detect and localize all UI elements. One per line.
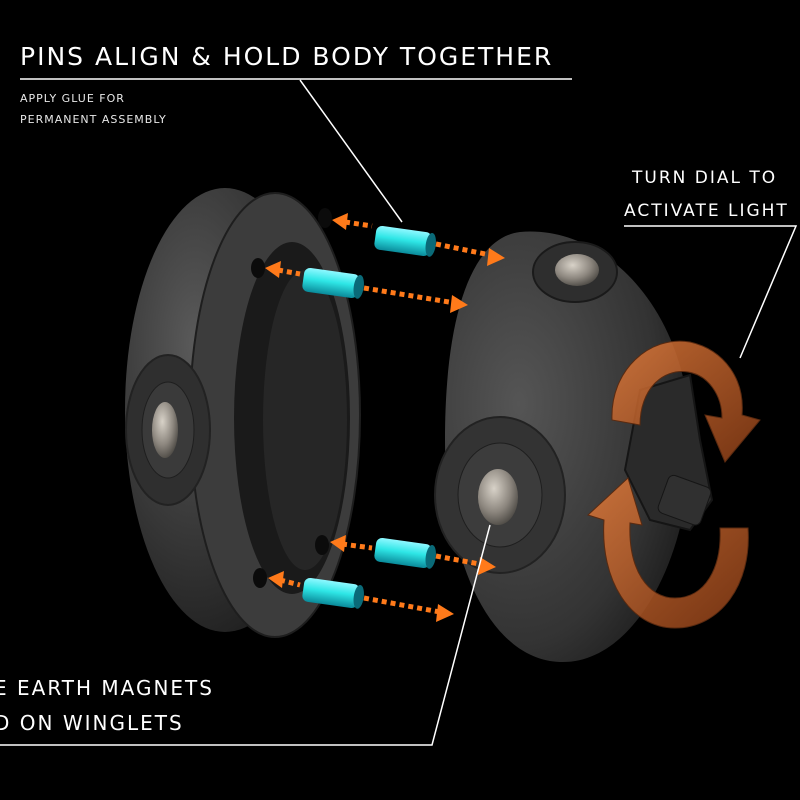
alignment-arrows — [277, 219, 496, 615]
arrow-line — [341, 541, 373, 551]
leader-lines — [0, 78, 798, 746]
arrow-line — [277, 267, 301, 277]
magnets-leader — [0, 524, 491, 746]
pin — [374, 225, 436, 257]
arrow-head — [450, 295, 468, 313]
pins-callout-note-line-1: APPLY GLUE FOR — [20, 92, 125, 105]
pin-hole — [315, 535, 329, 555]
dial-leader — [624, 225, 798, 359]
rotation-arrow-lower — [587, 477, 749, 629]
magnets-callout-line-2: D ON WINGLETS — [0, 711, 184, 735]
arrow-line — [279, 577, 301, 588]
pin — [302, 577, 364, 609]
pin — [374, 537, 436, 569]
pins-leader-diagonal — [299, 79, 403, 223]
dial-knob — [657, 474, 712, 526]
rotation-arrows — [587, 340, 761, 629]
left-magnet — [152, 402, 178, 458]
arrow-line — [363, 595, 441, 615]
pin-hole — [318, 208, 332, 228]
arrow-heads — [265, 213, 505, 622]
arrow-head — [487, 248, 505, 266]
dial-callout-line-2: ACTIVATE LIGHT — [624, 201, 789, 221]
arrow-head — [436, 604, 454, 622]
arrow-head — [332, 213, 348, 230]
arrow-line — [435, 241, 496, 259]
magnets-callout-line-1: E EARTH MAGNETS — [0, 676, 214, 700]
arrow-head — [330, 535, 346, 552]
alignment-pins — [302, 225, 436, 609]
left-shell-cavity-inner — [263, 270, 347, 570]
top-button — [555, 254, 599, 286]
right-magnet — [478, 469, 518, 525]
dial-callout-line-1: TURN DIAL TO — [632, 168, 778, 188]
pin-hole — [251, 258, 265, 278]
arrow-head — [265, 261, 281, 278]
arrow-line — [363, 285, 456, 306]
pin-hole — [253, 568, 267, 588]
pins-callout-title: PINS ALIGN & HOLD BODY TOGETHER — [20, 42, 554, 71]
arrow-head — [478, 557, 496, 575]
arrow-head — [268, 571, 284, 588]
left-shell-half — [125, 188, 361, 638]
arrow-line — [344, 219, 373, 229]
pins-callout-note-line-2: PERMANENT ASSEMBLY — [20, 113, 167, 126]
pin — [302, 267, 364, 299]
rotation-arrow-upper — [611, 340, 761, 463]
